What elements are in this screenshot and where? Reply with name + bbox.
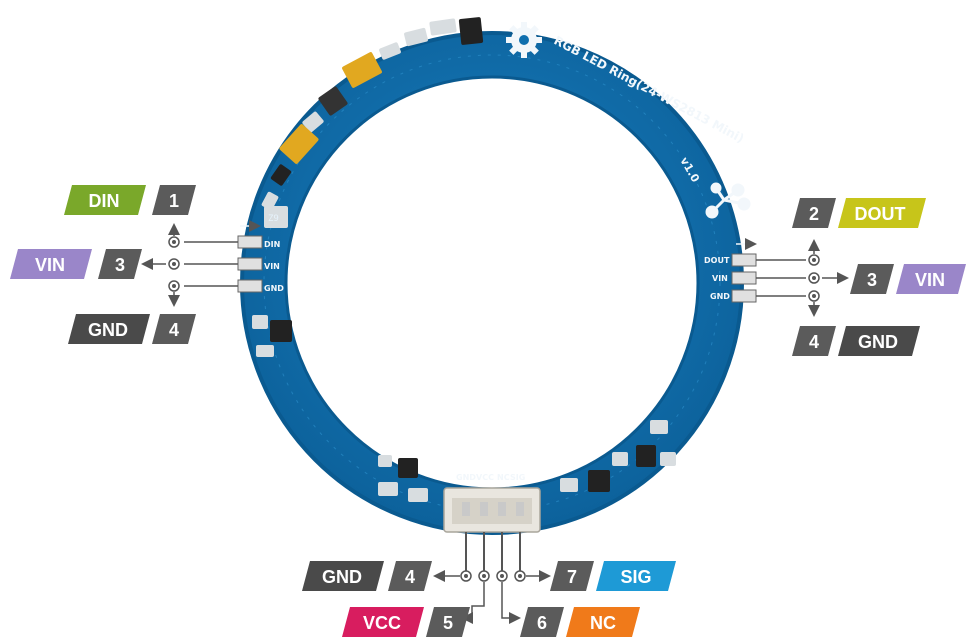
label-bottom-vcc: VCC 5: [342, 607, 470, 637]
label-bottom-vcc-text: VCC: [363, 613, 401, 633]
label-left-vin-tag: [10, 249, 92, 279]
label-bottom-sig-num-box: [550, 561, 594, 591]
label-bottom-vcc-num-box: [426, 607, 470, 637]
label-bottom-nc-tag: [566, 607, 640, 637]
label-right-gnd-text: GND: [858, 332, 898, 352]
label-left-din-text: DIN: [89, 191, 120, 211]
label-right-dout-num-box: [792, 198, 836, 228]
label-bottom-gnd-tag: [302, 561, 384, 591]
grove-connector: GND VCC NC SIG: [443, 473, 541, 576]
label-right-vin-tag: [896, 264, 966, 294]
bottom-pin-dots: [460, 570, 526, 582]
label-left-vin-num-box: [98, 249, 142, 279]
label-right-gnd-num: 4: [809, 332, 819, 352]
label-bottom-gnd-num: 4: [405, 567, 415, 587]
label-left-gnd-num-box: [152, 314, 196, 344]
left-callout-lines: [141, 223, 238, 307]
gear-icon: [506, 22, 542, 58]
label-right-vin: 3 VIN: [850, 264, 966, 294]
label-right-vin-num-box: [850, 264, 894, 294]
label-right-dout-num: 2: [809, 204, 819, 224]
label-right-vin-text: VIN: [915, 270, 945, 290]
label-right-gnd-num-box: [792, 326, 836, 356]
label-right-gnd: 4 GND: [792, 326, 920, 356]
left-pad-vin: VIN: [264, 262, 280, 271]
label-right-vin-num: 3: [867, 270, 877, 290]
label-left-vin-num: 3: [115, 255, 125, 275]
connector-pin-vcc: VCC: [476, 473, 494, 482]
label-bottom-sig-tag: [596, 561, 676, 591]
label-bottom-sig-num: 7: [567, 567, 577, 587]
label-bottom-nc-text: NC: [590, 613, 616, 633]
label-right-dout-tag: [838, 198, 926, 228]
left-pad-group: DIN VIN GND: [237, 220, 284, 293]
label-left-gnd: GND 4: [68, 314, 196, 344]
label-bottom-nc: 6 NC: [520, 607, 640, 637]
connector-pin-sig: SIG: [510, 473, 525, 482]
label-left-din-tag: [64, 185, 146, 215]
connector-pin-nc: NC: [497, 473, 510, 482]
right-callout-lines: [756, 239, 849, 317]
label-left-din: DIN 1: [64, 185, 196, 215]
ring-components: Z9: [252, 17, 676, 502]
label-bottom-sig-text: SIG: [620, 567, 651, 587]
label-right-dout-text: DOUT: [855, 204, 906, 224]
bottom-callout-lines: [433, 570, 551, 624]
network-icon: [705, 182, 751, 219]
left-pad-din: DIN: [264, 240, 280, 249]
label-left-gnd-tag: [68, 314, 150, 344]
label-left-vin: VIN 3: [10, 249, 142, 279]
right-pad-dout: DOUT: [704, 256, 730, 265]
label-left-din-num-box: [152, 185, 196, 215]
component-marking: Z9: [268, 214, 279, 224]
label-left-gnd-num: 4: [169, 320, 179, 340]
pcb-ring: [240, 31, 744, 535]
right-pin-dots: [808, 254, 820, 302]
label-bottom-sig: 7 SIG: [550, 561, 676, 591]
right-pad-gnd: GND: [710, 292, 730, 301]
right-pad-vin: VIN: [712, 274, 728, 283]
label-left-gnd-text: GND: [88, 320, 128, 340]
connector-pin-gnd: GND: [456, 473, 476, 482]
left-pad-gnd: GND: [264, 284, 284, 293]
label-bottom-nc-num-box: [520, 607, 564, 637]
label-left-vin-text: VIN: [35, 255, 65, 275]
label-bottom-gnd-num-box: [388, 561, 432, 591]
label-bottom-gnd-text: GND: [322, 567, 362, 587]
label-bottom-gnd: GND 4: [302, 561, 432, 591]
label-bottom-vcc-num: 5: [443, 613, 453, 633]
label-bottom-vcc-tag: [342, 607, 424, 637]
label-right-dout: 2 DOUT: [792, 198, 926, 228]
label-bottom-nc-num: 6: [537, 613, 547, 633]
label-left-din-num: 1: [169, 191, 179, 211]
label-right-gnd-tag: [838, 326, 920, 356]
